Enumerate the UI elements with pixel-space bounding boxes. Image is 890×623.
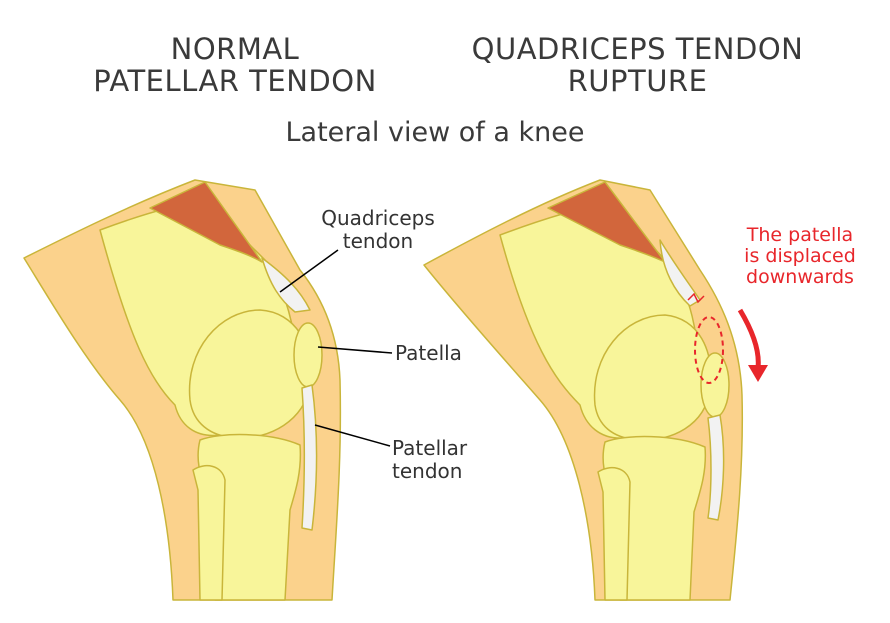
leader-patella	[317, 346, 393, 354]
displacement-arrow-icon	[737, 308, 761, 369]
normal-fibula	[192, 464, 226, 601]
rupture-tear-mark	[687, 292, 705, 304]
leader-quadriceps-tendon	[279, 249, 339, 293]
displaced-patella-highlight	[694, 316, 724, 384]
label-quadriceps-line1: Quadriceps	[321, 206, 435, 230]
displacement-arrowhead	[748, 365, 768, 382]
ruptured-knee	[423, 179, 744, 601]
title-right-line2: RUPTURE	[567, 64, 708, 98]
normal-quadriceps-muscle	[149, 181, 263, 263]
normal-quadriceps-tendon	[261, 257, 311, 313]
rupture-patella	[700, 352, 730, 418]
annotation-line3: downwards	[746, 266, 854, 288]
label-patellar-line1: Patellar	[392, 436, 468, 460]
leader-patellar-tendon	[314, 424, 391, 447]
label-quadriceps-line2: tendon	[342, 229, 414, 253]
annotation-line2: is displaced	[744, 245, 856, 267]
label-patella: Patella	[395, 341, 462, 365]
rupture-patellar-tendon	[707, 414, 725, 521]
normal-patella	[293, 322, 323, 388]
title-left-line2: PATELLAR TENDON	[93, 64, 377, 98]
label-quadriceps-tendon: Quadriceps tendon	[318, 207, 438, 253]
label-patella-displaced: The patella is displaced downwards	[735, 225, 865, 288]
subtitle: Lateral view of a knee	[285, 117, 585, 148]
rupture-fibula	[597, 466, 631, 601]
label-patellar-tendon: Patellar tendon	[392, 437, 467, 483]
normal-knee	[23, 179, 342, 601]
normal-patellar-tendon	[301, 384, 318, 531]
rupture-quadriceps-tendon-torn	[659, 239, 701, 307]
title-right-line1: QUADRICEPS TENDON	[471, 32, 804, 66]
label-patellar-line2: tendon	[392, 459, 463, 483]
title-quadriceps-rupture: QUADRICEPS TENDON RUPTURE	[465, 33, 810, 97]
annotation-line1: The patella	[746, 224, 854, 246]
title-left-line1: NORMAL	[170, 32, 300, 66]
title-normal-patellar-tendon: NORMAL PATELLAR TENDON	[80, 33, 390, 97]
